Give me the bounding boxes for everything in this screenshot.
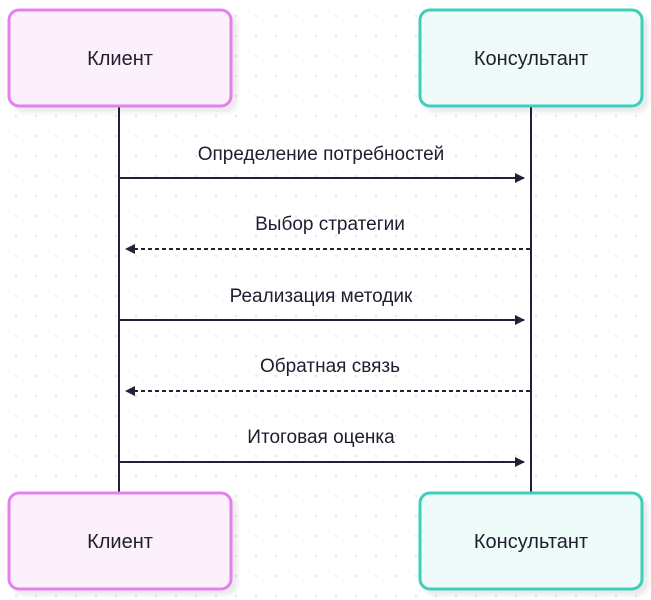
actor-consultant-bottom-label: Консультант	[474, 531, 588, 553]
message-2: Выбор стратегии	[125, 214, 530, 254]
message-5: Итоговая оценка	[120, 427, 525, 467]
actor-client-bottom[interactable]: Клиент	[7, 491, 233, 591]
message-3: Реализация методик	[120, 286, 525, 325]
actor-consultant-bottom[interactable]: Консультант	[418, 491, 644, 591]
actor-consultant-top[interactable]: Консультант	[418, 8, 644, 108]
actor-client-top[interactable]: Клиент	[7, 8, 233, 108]
actor-client-top-label: Клиент	[87, 48, 153, 70]
message-3-label: Реализация методик	[230, 286, 413, 307]
message-4-label: Обратная связь	[260, 356, 400, 377]
actor-consultant-top-label: Консультант	[474, 48, 588, 70]
message-4: Обратная связь	[125, 356, 530, 396]
message-1-label: Определение потребностей	[198, 144, 445, 165]
message-2-label: Выбор стратегии	[255, 214, 405, 235]
actor-client-bottom-label: Клиент	[87, 531, 153, 553]
message-5-label: Итоговая оценка	[247, 427, 395, 448]
message-1: Определение потребностей	[120, 144, 525, 183]
